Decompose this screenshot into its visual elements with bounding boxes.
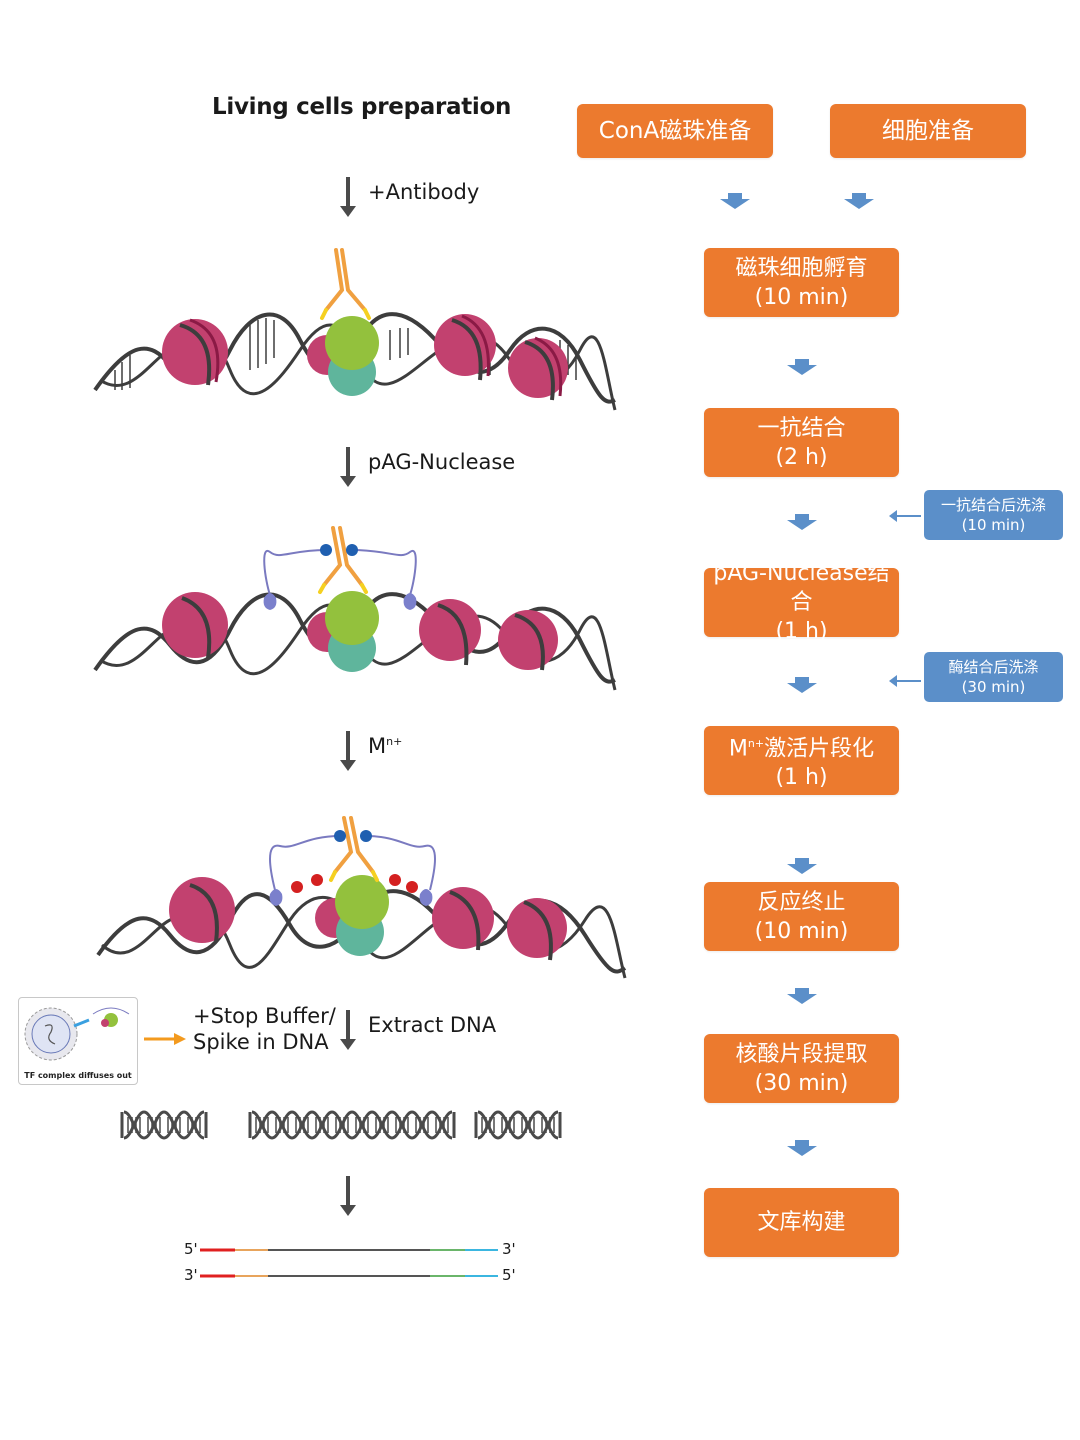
target-protein-complex <box>307 591 379 672</box>
nucleosome <box>507 898 567 961</box>
flow-arrow-icon <box>787 514 817 530</box>
down-arrow-icon <box>340 1176 356 1216</box>
nucleosome <box>432 887 494 951</box>
nucleosome <box>169 877 235 943</box>
strand-end-label: 5' <box>502 1266 516 1284</box>
wash-arrow-icon <box>889 510 921 522</box>
down-arrow-icon <box>340 177 356 217</box>
step-box-library-construction: 文库构建 <box>704 1188 899 1257</box>
tf-complex-inset: TF complex diffuses out <box>18 997 138 1085</box>
pag-nuclease-icon <box>263 544 417 610</box>
step-box-pag-nuclease: pAG-Nuclease结合(1 h) <box>704 561 899 644</box>
nucleosome <box>162 592 228 659</box>
flow-arrow-icon <box>787 359 817 375</box>
dna-fragments <box>120 1110 562 1140</box>
flow-arrow-icon <box>844 193 874 209</box>
nucleosome <box>419 599 481 666</box>
step-label-stop-buffer: +Stop Buffer/ Spike in DNA <box>193 1004 336 1054</box>
chromatin-diagram-antibody <box>93 248 617 411</box>
strand-end-label: 3' <box>502 1240 516 1258</box>
step-box-stop-reaction: 反应终止(10 min) <box>704 882 899 951</box>
flow-arrow-icon <box>720 193 750 209</box>
down-arrow-icon <box>340 731 356 771</box>
flow-arrow-icon <box>787 1140 817 1156</box>
down-arrow-icon <box>340 447 356 487</box>
cell-diffusion-icon <box>24 1007 130 1061</box>
down-arrow-icon <box>340 1010 356 1050</box>
step-box-cell-prep: 细胞准备 <box>830 104 1026 158</box>
inset-caption: TF complex diffuses out <box>24 1071 132 1080</box>
flow-arrow-icon <box>787 988 817 1004</box>
chromatin-diagram-metal-activation <box>96 816 627 979</box>
step-label-pag-nuclease: pAG-Nuclease <box>368 450 516 474</box>
dna-fragment-icon <box>248 1110 456 1140</box>
antibody-icon <box>318 526 368 594</box>
dna-fragment-icon <box>474 1110 562 1140</box>
step-label-metal-ion: Mn+ <box>368 734 403 758</box>
target-protein-complex <box>307 316 379 396</box>
nucleosome <box>508 336 568 401</box>
step-box-dna-extraction: 核酸片段提取(30 min) <box>704 1034 899 1103</box>
step-label-extract-dna: Extract DNA <box>368 1013 497 1037</box>
step-box-primary-antibody: 一抗结合(2 h) <box>704 408 899 477</box>
pag-nuclease-icon <box>269 830 436 906</box>
step-box-cona-beads: ConA磁珠准备 <box>577 104 773 158</box>
target-protein-complex <box>315 875 389 956</box>
nucleosome <box>434 314 496 381</box>
step-label-antibody: +Antibody <box>368 180 480 204</box>
chromatin-diagram-pag-nuclease <box>93 526 617 691</box>
orange-arrow-icon <box>144 1033 186 1045</box>
left-title: Living cells preparation <box>212 94 512 120</box>
strand-end-label: 3' <box>184 1266 198 1284</box>
antibody-icon <box>320 248 371 320</box>
strand-end-label: 5' <box>184 1240 198 1258</box>
antibody-icon <box>329 816 379 882</box>
metal-ion-icon <box>291 874 418 893</box>
nucleosome <box>498 610 558 671</box>
wash-box-enzyme: 酶结合后洗涤(30 min) <box>924 652 1063 702</box>
dna-fragment-icon <box>120 1110 208 1140</box>
nucleosome <box>162 318 228 386</box>
flow-arrow-icon <box>787 677 817 693</box>
step-box-bead-incubation: 磁珠细胞孵育(10 min) <box>704 248 899 317</box>
library-strands <box>200 1248 498 1278</box>
step-box-metal-activation: Mn+激活片段化 (1 h) <box>704 726 899 795</box>
flow-arrow-icon <box>787 858 817 874</box>
wash-box-antibody: 一抗结合后洗涤(10 min) <box>924 490 1063 540</box>
wash-arrow-icon <box>889 675 921 687</box>
